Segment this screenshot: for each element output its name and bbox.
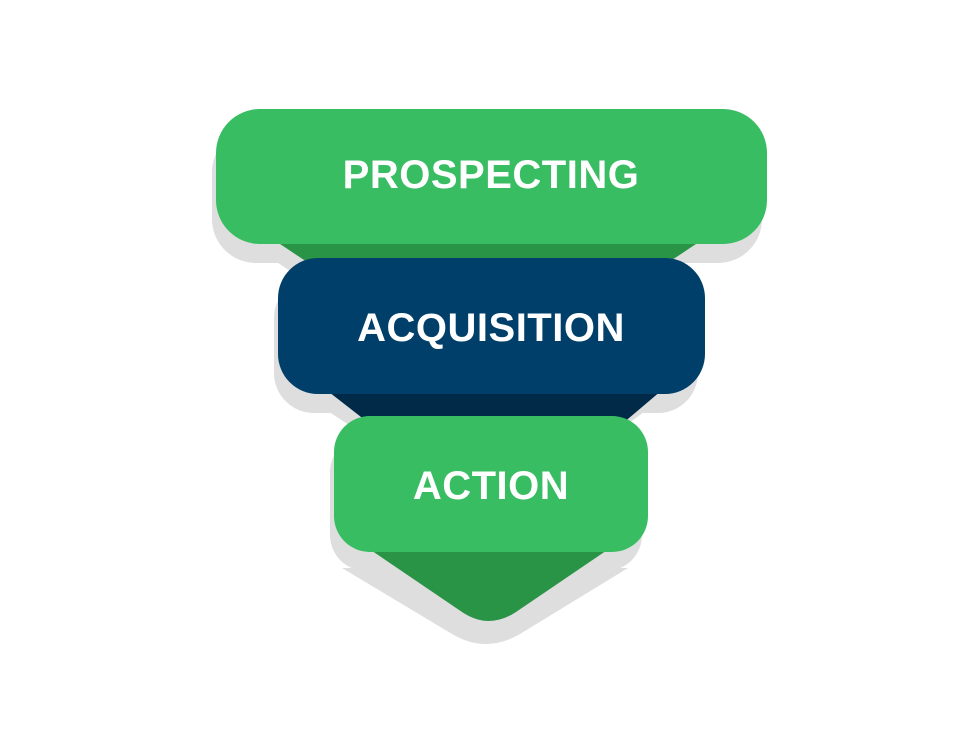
stage-label-acquisition: ACQUISITION bbox=[357, 306, 625, 350]
stage-1-pill bbox=[216, 109, 767, 244]
arrow-tip bbox=[356, 540, 622, 621]
stage-label-action: ACTION bbox=[413, 464, 569, 508]
stage-2-funnel-taper bbox=[320, 385, 668, 424]
stage-3-pill bbox=[334, 416, 648, 552]
stage-label-prospecting: PROSPECTING bbox=[343, 153, 640, 197]
stage-2-pill bbox=[278, 258, 705, 394]
